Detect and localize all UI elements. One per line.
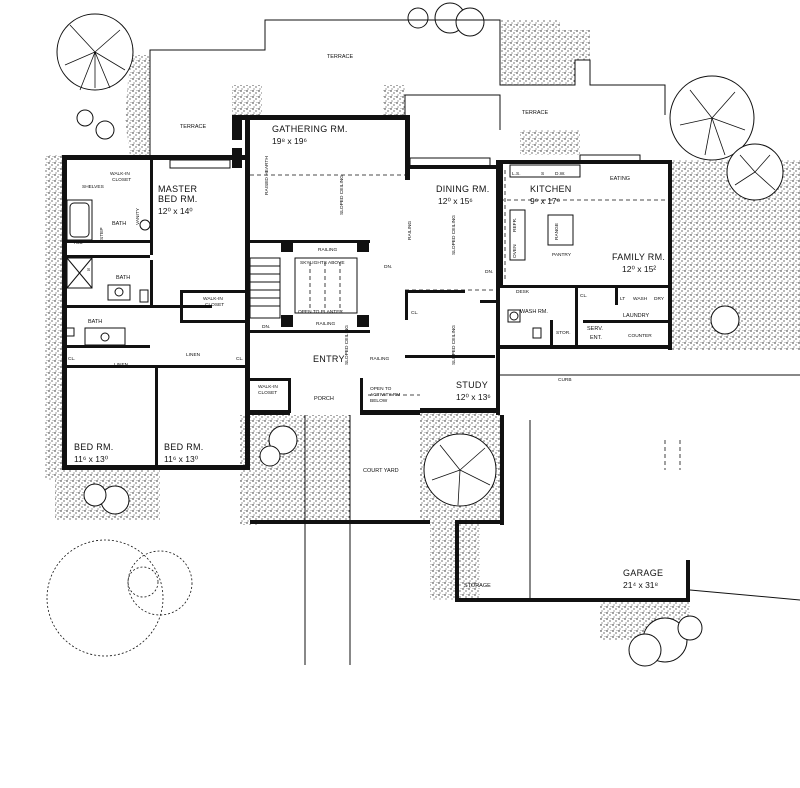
bath-3-label: BATH <box>88 319 102 325</box>
garage-dim: 21⁴ x 31⁸ <box>623 580 659 590</box>
courtyard-label: COURT YARD <box>363 468 399 474</box>
master-bedroom-label: MASTER <box>158 184 198 194</box>
sloped-ceiling-label-3: SLOPED CEILING <box>451 215 457 255</box>
family-room-dim: 12⁰ x 15² <box>622 264 656 274</box>
shelves-label: SHELVES <box>82 184 104 190</box>
dining-room-label: DINING RM. <box>436 184 490 194</box>
fixtures <box>63 154 641 346</box>
garage-label: GARAGE <box>623 568 663 578</box>
railing-3-label: RAILING <box>370 356 389 362</box>
master-bedroom-dim: 12⁰ x 14⁰ <box>158 206 193 216</box>
lazy-susan-label: L.S. <box>512 171 521 177</box>
porch-label: PORCH <box>314 396 334 402</box>
laundry-tub-label: LT <box>620 296 625 302</box>
sloped-ceiling-label-2: SLOPED CEILING <box>344 325 350 365</box>
curb-label: CURB <box>558 377 572 383</box>
down-3-label: DN. <box>485 269 493 275</box>
gathering-room-label: GATHERING RM. <box>272 124 348 134</box>
terraces <box>149 19 666 155</box>
master-bedroom-label-2: BED RM. <box>158 194 198 204</box>
step-label: STEP <box>99 227 105 240</box>
trees <box>46 2 784 667</box>
oven-label: OVEN <box>512 244 518 258</box>
kitchen-dim: 9⁶ x 17⁶ <box>530 196 560 206</box>
exterior-walls <box>62 115 690 602</box>
counter-label: COUNTER <box>628 333 652 339</box>
bedroom-2-dim: 11⁶ x 13⁰ <box>164 454 199 464</box>
storage-label: STORAGE <box>464 583 491 589</box>
range-label: RANGE <box>554 223 560 240</box>
open-activity-label-2: ACTIVITY RM <box>370 392 400 398</box>
service-entry-label-2: ENT. <box>590 335 602 341</box>
tub-label: TUB <box>73 240 83 246</box>
shower-label: S <box>87 267 90 273</box>
sloped-ceiling-label-1: SLOPED CEILING <box>339 175 345 215</box>
service-entry-label: SERV. <box>587 326 603 332</box>
terrace-top-label: TERRACE <box>327 54 354 60</box>
walkin-closet-2-label: WALK-IN <box>203 296 223 302</box>
bath-1-label: BATH <box>112 221 126 227</box>
bedroom-2-label: BED RM. <box>164 442 204 452</box>
dashed-lines <box>250 170 668 396</box>
study-dim: 12⁰ x 13⁶ <box>456 392 491 402</box>
closet-2-label: CL. <box>236 356 243 362</box>
walkways <box>304 374 800 665</box>
walkin-closet-1-label: WALK-IN <box>110 171 130 177</box>
washer-label: WASH <box>633 296 648 302</box>
closet-1-label: CL. <box>68 356 75 362</box>
study-label: STUDY <box>456 380 488 390</box>
interior-walls <box>62 155 670 470</box>
family-room-label: FAMILY RM. <box>612 252 665 262</box>
dining-room-dim: 12⁰ x 15⁶ <box>438 196 473 206</box>
eating-label: EATING <box>610 176 630 182</box>
stairs <box>249 257 358 319</box>
open-planter-label: OPEN TO PLANTER <box>298 309 343 315</box>
dishwasher-label: D.W. <box>555 171 565 177</box>
gathering-room-dim: 19⁸ x 19⁶ <box>272 136 307 146</box>
railing-2-label: RAILING <box>316 321 335 327</box>
walkin-closet-3-label-2: CLOSET <box>258 390 277 396</box>
open-activity-label-3: BELOW <box>370 398 388 404</box>
linen-2-label: LINEN <box>186 352 201 358</box>
bath-2-label: BATH <box>116 275 130 281</box>
bedroom-1-label: BED RM. <box>74 442 114 452</box>
kitchen-label: KITCHEN <box>530 184 572 194</box>
walkin-closet-2-label-2: CLOSET <box>205 302 224 308</box>
sink-label: S <box>541 171 544 177</box>
bedroom-1-dim: 11⁶ x 13⁰ <box>74 454 109 464</box>
raised-hearth-label: RAISED HEARTH <box>264 156 270 195</box>
columns <box>281 240 369 327</box>
wash-room-label: WASH RM. <box>520 309 548 315</box>
pantry-label: PANTRY <box>552 252 572 258</box>
railing-4-label: RAILING <box>407 221 413 240</box>
vanity-label: VANITY <box>135 207 141 225</box>
refrigerator-label: REFR. <box>512 218 518 232</box>
sloped-ceiling-label-4: SLOPED CEILING <box>451 325 457 365</box>
terrace-right-label: TERRACE <box>522 110 549 116</box>
down-2-label: DN. <box>384 264 392 270</box>
laundry-label: LAUNDRY <box>623 313 650 319</box>
desk-label: DESK <box>516 289 530 295</box>
terrace-left-label: TERRACE <box>180 124 207 130</box>
railing-1-label: RAILING <box>318 247 337 253</box>
room-labels: TERRACE TERRACE TERRACE GATHERING RM. 19… <box>68 54 665 590</box>
storage-closet-label: STOR. <box>556 330 571 336</box>
skylights-label: SKYLIGHTS ABOVE <box>300 260 345 266</box>
dryer-label: DRY <box>654 296 665 302</box>
walkin-closet-3-label: WALK-IN <box>258 384 278 390</box>
open-activity-label: OPEN TO <box>370 386 392 392</box>
walkin-closet-1-label-2: CLOSET <box>112 177 131 183</box>
down-1-label: DN. <box>262 324 270 330</box>
closet-3-label: CL. <box>411 310 418 316</box>
entry-label: ENTRY <box>313 354 345 364</box>
linen-1-label: LINEN <box>114 362 129 368</box>
closet-4-label: CL. <box>580 293 587 299</box>
